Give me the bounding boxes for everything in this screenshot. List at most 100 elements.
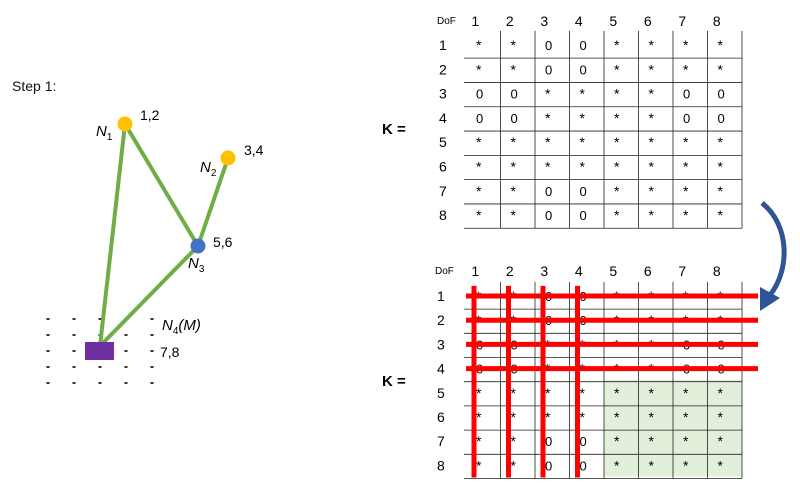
row-header: 5 [437,385,445,401]
matrix-cell: * [614,183,620,199]
matrix-cell: * [718,134,724,150]
node-n4-mass [85,342,114,360]
support-dot [72,366,76,368]
row-header: 1 [437,288,445,304]
matrix-cell: * [476,61,482,77]
matrix-cell: * [649,207,655,223]
support-dot [124,334,128,336]
matrix-cell: * [614,110,620,126]
support-dot [150,318,154,320]
matrix-cell: * [649,110,655,126]
matrix-cell: * [545,409,551,425]
reduction-arrowhead-icon [760,287,780,311]
matrix-cell: 0 [476,111,483,126]
element-bar-n3-n4 [98,244,200,348]
matrix-cell: 0 [580,38,587,53]
reduction-arrow-icon [760,201,787,297]
column-header: 6 [644,263,652,279]
matrix-cell: * [718,433,724,449]
matrix-cell: * [580,134,586,150]
matrix-cell: * [649,433,655,449]
matrix-cell: 0 [476,87,483,102]
node-n1-dofs: 1,2 [140,107,160,123]
k-label-top: K = [382,121,406,138]
support-dot [124,366,128,368]
matrix-cell: * [511,183,517,199]
stiffness-matrix-reduced: DoF123456781**00****2**00****300****0040… [435,263,758,479]
matrix-cell: * [511,409,517,425]
row-header: 8 [439,207,447,223]
support-dot [46,334,50,336]
matrix-cell: * [614,409,620,425]
column-header: 8 [713,13,721,29]
support-dot [150,382,154,384]
matrix-cell: * [545,86,551,102]
matrix-cell: * [683,37,689,53]
node-n1-label: N1 [96,123,113,143]
column-header: 8 [713,263,721,279]
support-dot [46,350,50,352]
matrix-cell: * [545,134,551,150]
node-n4-label: N4(M) [162,317,201,337]
column-header: 7 [678,13,686,29]
support-dot [72,334,76,336]
matrix-cell: * [580,159,586,175]
matrix-cell: 0 [580,208,587,223]
matrix-cell: * [683,159,689,175]
row-header: 3 [437,336,445,352]
matrix-cell: * [683,61,689,77]
node-n2 [220,150,236,166]
matrix-cell: * [718,207,724,223]
support-dot [72,318,76,320]
column-header: 7 [678,263,686,279]
matrix-cell: 0 [545,208,552,223]
matrix-cell: * [718,183,724,199]
matrix-cell: * [511,37,517,53]
matrix-cell: * [614,134,620,150]
matrix-cell: * [476,134,482,150]
support-dot [72,382,76,384]
matrix-cell: 0 [545,62,552,77]
matrix-cell: * [683,385,689,401]
node-n3-dofs: 5,6 [213,234,233,250]
matrix-cell: * [718,37,724,53]
matrix-cell: * [683,457,689,473]
matrix-cell: * [614,159,620,175]
matrix-cell: * [683,134,689,150]
matrix-cell: * [511,134,517,150]
matrix-cell: * [683,183,689,199]
support-dot [150,334,154,336]
node-n4-dofs: 7,8 [160,344,180,360]
matrix-cell: 0 [511,111,518,126]
support-dot [150,366,154,368]
matrix-cell: 0 [511,87,518,102]
dof-header-label: DoF [437,16,456,27]
matrix-cell: * [511,159,517,175]
matrix-cell: * [511,457,517,473]
matrix-cell: 0 [545,434,552,449]
node-n2-dofs: 3,4 [244,142,264,158]
row-header: 8 [437,457,445,473]
matrix-cell: 0 [718,87,725,102]
matrix-cell: * [614,433,620,449]
matrix-cell: * [614,457,620,473]
matrix-cell: * [476,183,482,199]
matrix-cell: * [545,385,551,401]
row-header: 6 [437,409,445,425]
matrix-cell: 0 [580,434,587,449]
matrix-cell: * [614,61,620,77]
matrix-cell: * [718,385,724,401]
matrix-cell: * [476,433,482,449]
matrix-cell: * [580,110,586,126]
matrix-cell: 0 [683,111,690,126]
matrix-cell: * [511,61,517,77]
support-dot [124,382,128,384]
matrix-cell: * [649,457,655,473]
row-header: 6 [439,159,447,175]
row-header: 2 [439,61,447,77]
matrix-cell: * [614,86,620,102]
k-label-bottom: K = [382,373,406,390]
support-dot [150,350,154,352]
